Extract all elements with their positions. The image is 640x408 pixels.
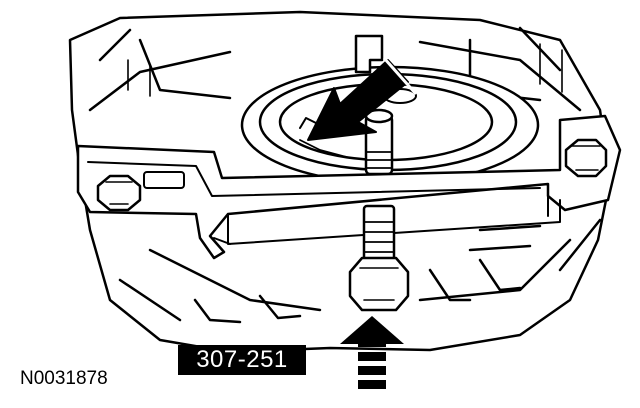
tool-number-text: 307-251 — [196, 346, 288, 373]
figure-id: N0031878 — [20, 368, 108, 389]
left-bolt — [96, 171, 185, 212]
push-direction-arrow-icon — [340, 316, 404, 389]
locator-tab — [354, 34, 384, 74]
indicator-arrow-icon — [307, 57, 418, 141]
tool-number-label: 307-251 — [178, 345, 306, 375]
right-bolt — [564, 138, 608, 178]
forcing-screw — [348, 204, 410, 312]
